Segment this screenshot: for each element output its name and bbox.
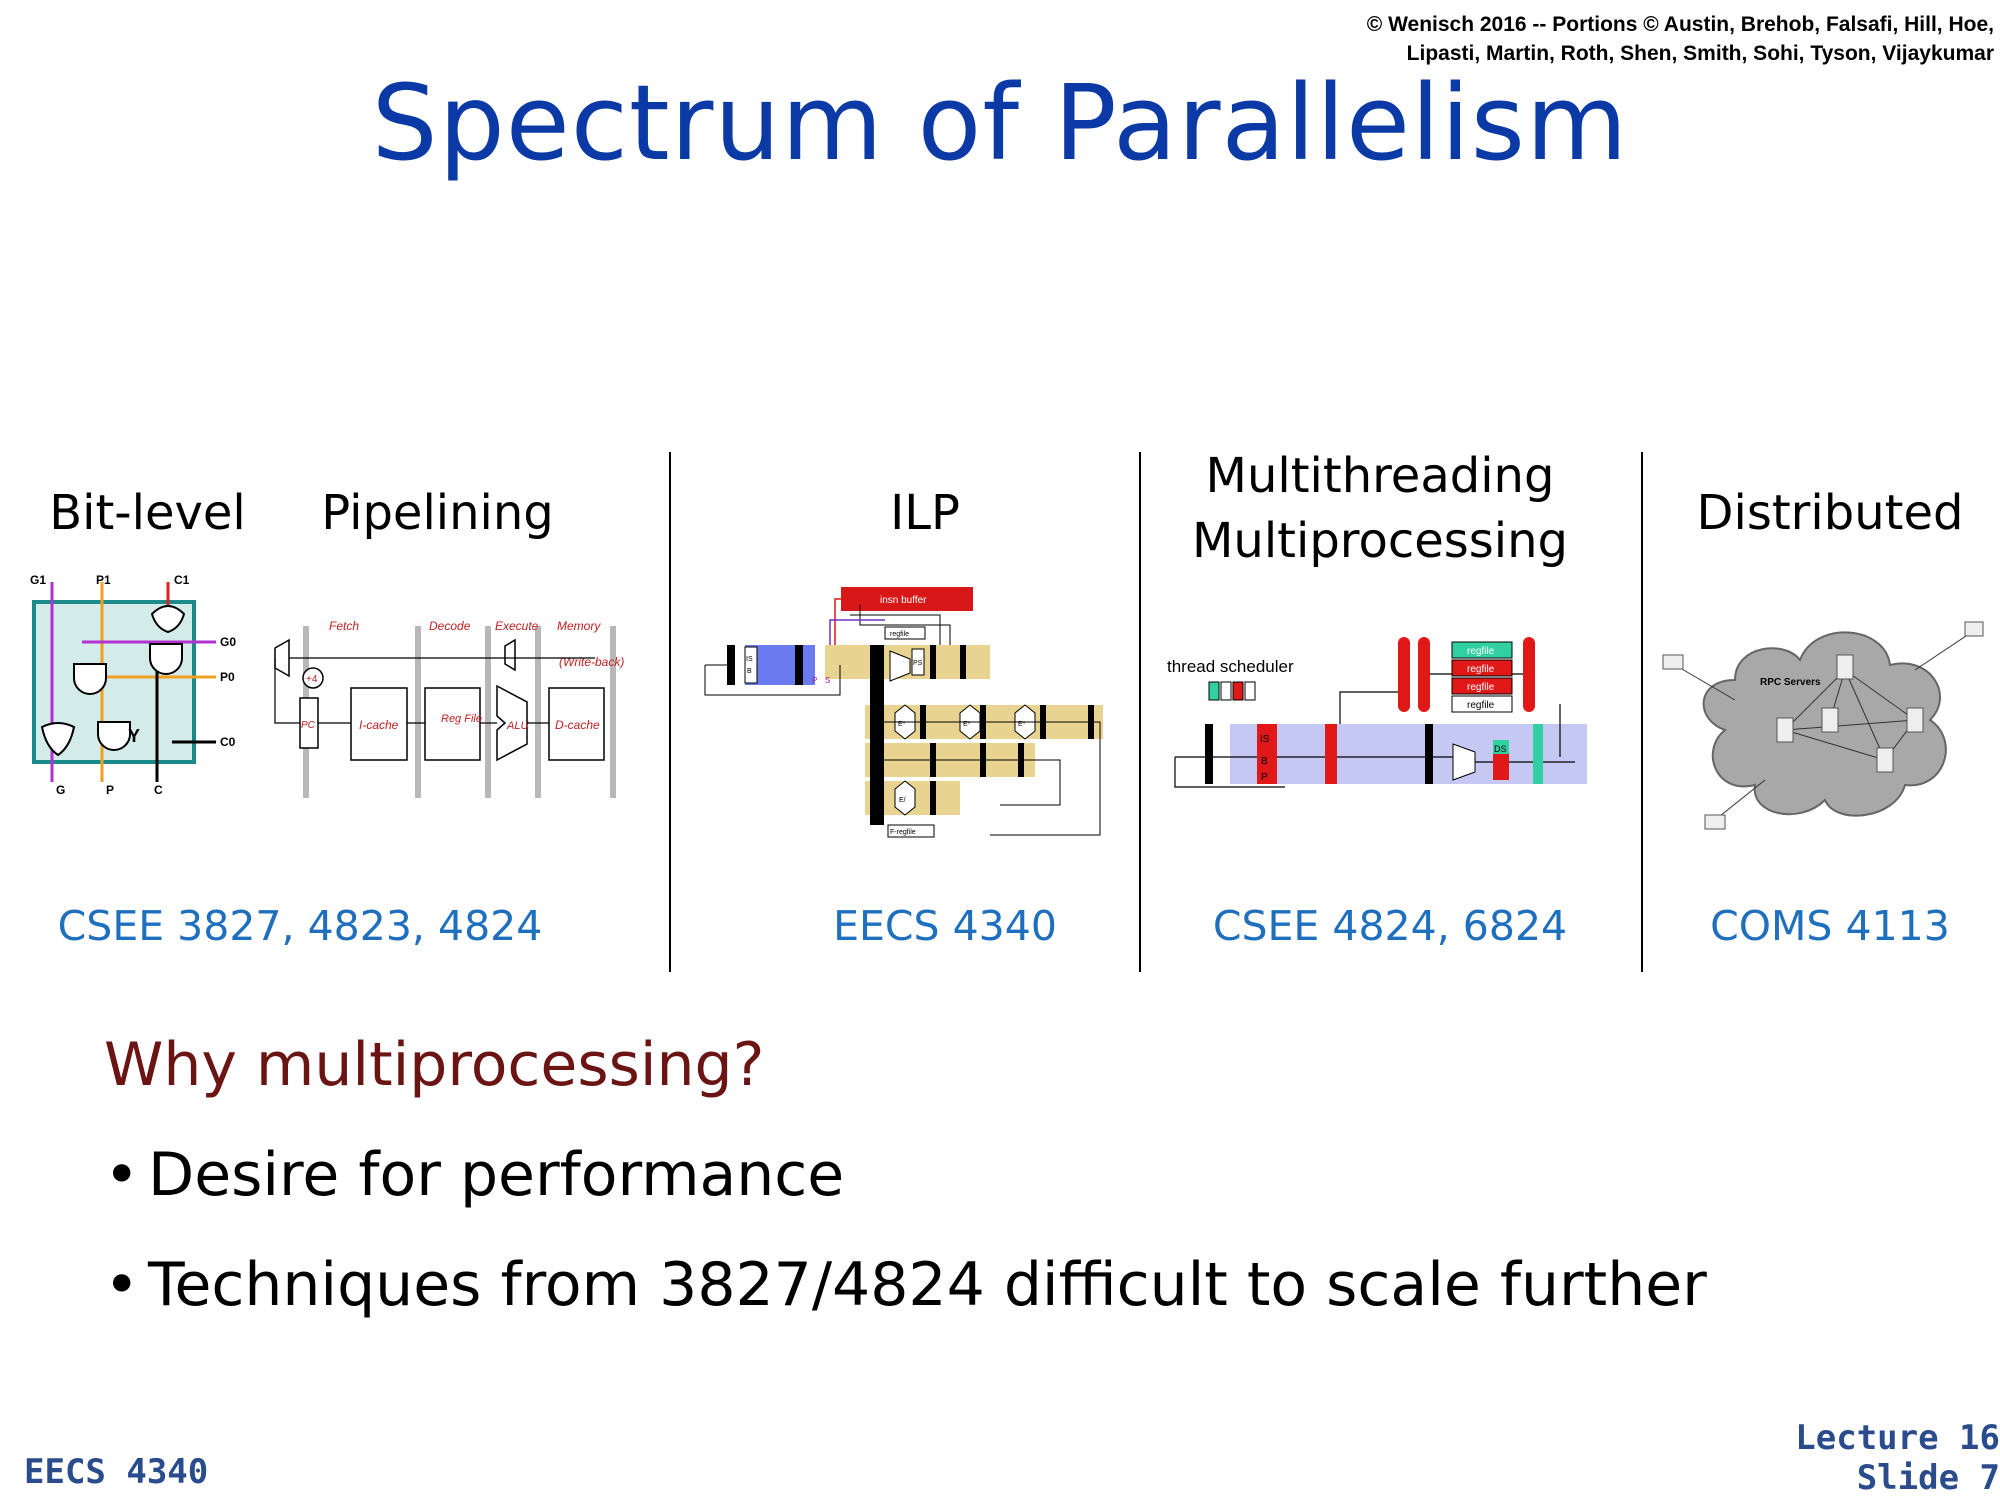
label-p1: P1	[96, 573, 111, 587]
mt-regfile-4: regfile	[1467, 700, 1495, 711]
label-c0: C0	[220, 735, 236, 749]
label-p: P	[106, 783, 114, 797]
label-bit-level: Bit-level	[49, 485, 246, 541]
ps-label: PS	[913, 660, 923, 667]
s-label: S	[825, 676, 830, 685]
course-csee-4824: CSEE 4824, 6824	[1212, 902, 1568, 950]
copyright-line-1: © Wenisch 2016 -- Portions © Austin, Bre…	[1366, 13, 1994, 36]
label-p0: P0	[220, 670, 235, 684]
bullet-item: •Desire for performance	[104, 1140, 844, 1210]
stage-memory: Memory	[557, 619, 601, 633]
multithreading-diagram: thread scheduler IS B P regfile regfile …	[1167, 637, 1587, 788]
bullet-text: Techniques from 3827/4824 difficult to s…	[148, 1250, 1707, 1320]
column-divider	[1641, 452, 1643, 972]
bullet-dot: •	[104, 1140, 140, 1210]
mt-is-label: IS	[1260, 734, 1270, 745]
regfile-label: Reg File	[441, 713, 482, 725]
rpc-servers-label: RPC Servers	[1760, 677, 1821, 688]
e-label-3: E*	[1018, 721, 1026, 728]
footer-slide-number: Slide 7	[1856, 1458, 2000, 1498]
ilp-regfile-label: regfile	[890, 631, 909, 638]
bullet-text: Desire for performance	[148, 1140, 845, 1210]
distributed-network-diagram: RPC Servers	[1662, 621, 1984, 830]
mt-b-label: B	[1261, 756, 1268, 767]
mt-p-label: P	[1261, 772, 1268, 783]
e-label-2: E*	[963, 721, 971, 728]
label-g0: G0	[220, 635, 236, 649]
label-g1: G1	[30, 573, 46, 587]
bullet-dot: •	[104, 1250, 140, 1320]
dcache-label: D-cache	[555, 718, 600, 732]
label-pipelining: Pipelining	[321, 485, 554, 541]
pc-label: PC	[301, 720, 316, 731]
e-label-1: E*	[898, 721, 906, 728]
is-label: IS	[746, 656, 753, 663]
label-multithreading: Multithreading	[1205, 448, 1555, 504]
question-heading: Why multiprocessing?	[104, 1030, 765, 1100]
slide-title: Spectrum of Parallelism	[371, 62, 1629, 184]
ilp-diagram: insn buffer IS B P S regfile PS E* E* E*…	[704, 587, 1103, 838]
column-divider	[669, 452, 671, 972]
stage-writeback: (Write-back)	[559, 655, 624, 669]
stage-fetch: Fetch	[329, 619, 359, 633]
mt-regfile-2: regfile	[1467, 664, 1495, 675]
mt-regfile-1: regfile	[1467, 646, 1495, 657]
thread-scheduler-label: thread scheduler	[1167, 657, 1294, 676]
label-g: G	[56, 783, 65, 797]
label-ilp: ILP	[890, 485, 960, 541]
label-c: C	[154, 783, 163, 797]
footer-slide-info: Lecture 16 Slide 7	[1795, 1418, 2000, 1498]
mt-regfile-3: regfile	[1467, 682, 1495, 693]
bullet-item: •Techniques from 3827/4824 difficult to …	[104, 1250, 1707, 1320]
fregfile-label: F-regfile	[890, 829, 916, 836]
column-divider	[1139, 452, 1141, 972]
course-csee-3827: CSEE 3827, 4823, 4824	[57, 902, 543, 950]
pipeline-diagram: Fetch Decode Execute Memory (Write-back)…	[274, 619, 624, 798]
ds-label: DS	[1494, 744, 1507, 754]
copyright-line-2: Lipasti, Martin, Roth, Shen, Smith, Sohi…	[1406, 42, 1994, 65]
course-eecs-4340: EECS 4340	[833, 902, 1057, 950]
insn-buffer-label: insn buffer	[880, 595, 927, 606]
footer-lecture: Lecture 16	[1795, 1418, 2000, 1458]
copyright-notice: © Wenisch 2016 -- Portions © Austin, Bre…	[1367, 10, 1994, 68]
label-multiprocessing: Multiprocessing	[1191, 513, 1568, 569]
b-label: B	[747, 668, 752, 675]
icache-label: I-cache	[359, 718, 399, 732]
course-coms-4113: COMS 4113	[1710, 902, 1950, 950]
carry-lookahead-diagram: G1 P1 C1 G0 P0 C0 Y G P C	[30, 573, 236, 797]
label-c1: C1	[174, 573, 190, 587]
plus4-label: +4	[306, 674, 318, 685]
label-y: Y	[128, 726, 140, 746]
footer-course: EECS 4340	[24, 1452, 209, 1492]
label-distributed: Distributed	[1696, 485, 1964, 541]
stage-decode: Decode	[429, 619, 471, 633]
p-label: P	[812, 676, 817, 685]
ef-label: E/	[899, 797, 906, 804]
stage-execute: Execute	[495, 619, 539, 633]
alu-label: ALU	[506, 720, 528, 732]
